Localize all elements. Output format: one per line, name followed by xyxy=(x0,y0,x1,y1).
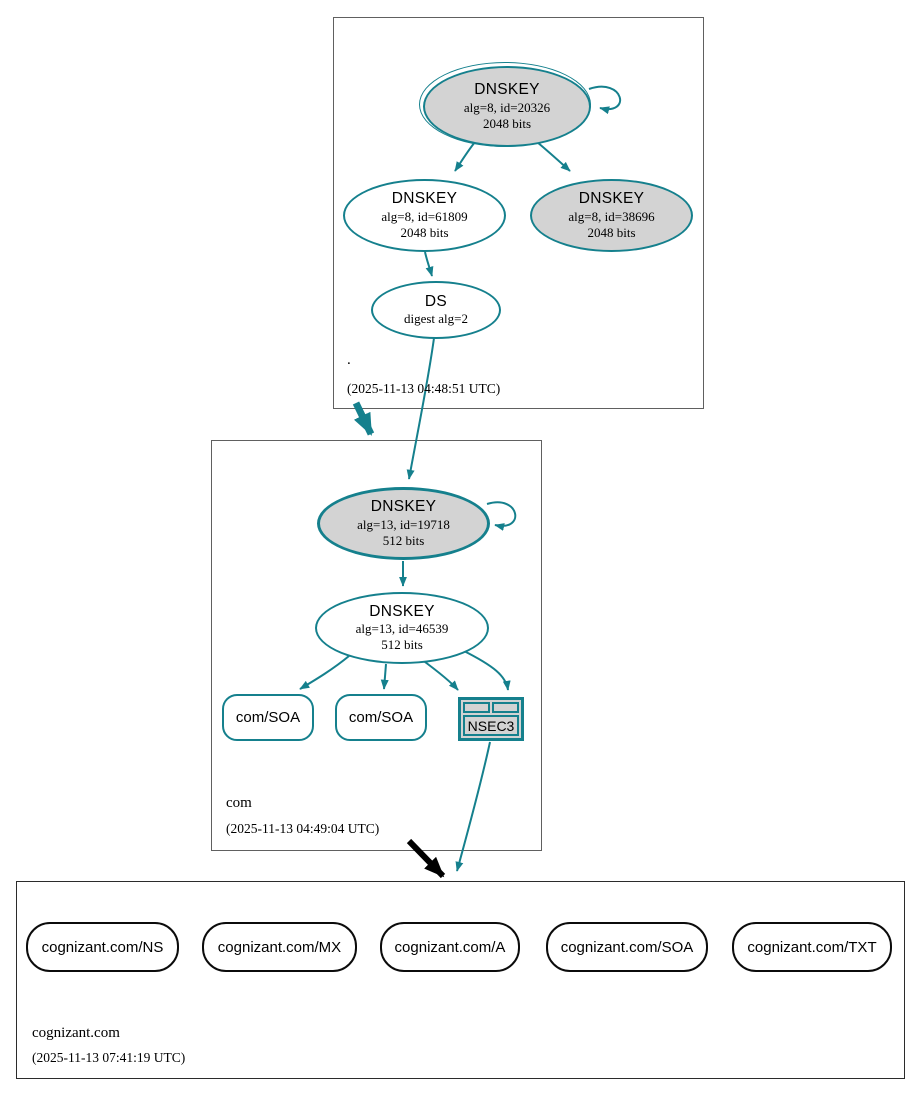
dnskey-node-com-ksk[interactable]: DNSKEY alg=13, id=19718 512 bits xyxy=(317,487,490,560)
node-detail: alg=13, id=46539 xyxy=(355,621,449,637)
zone-box-root xyxy=(333,17,704,409)
dnskey-node-root-ksk[interactable]: DNSKEY alg=8, id=20326 2048 bits xyxy=(419,62,591,147)
node-detail: alg=13, id=19718 xyxy=(357,516,450,532)
node-title: DNSKEY xyxy=(391,190,458,208)
node-bits: 512 bits xyxy=(382,532,425,548)
node-detail: alg=8, id=20326 xyxy=(463,99,551,115)
rrset-label: cognizant.com/MX xyxy=(217,938,342,956)
zone-timestamp-cognizant-com: (2025-11-13 07:41:19 UTC) xyxy=(32,1050,186,1065)
zone-name-com: com xyxy=(226,795,252,811)
zone-name-cognizant-com: cognizant.com xyxy=(32,1025,120,1041)
zone-box-cognizant-com xyxy=(16,881,905,1079)
rrset-node-cognizant-soa[interactable]: cognizant.com/SOA xyxy=(546,922,708,972)
rrset-node-com-soa-1[interactable]: com/SOA xyxy=(222,694,314,741)
rrset-node-cognizant-mx[interactable]: cognizant.com/MX xyxy=(202,922,357,972)
zone-timestamp-com: (2025-11-13 04:49:04 UTC) xyxy=(226,821,380,836)
rrset-label: com/SOA xyxy=(235,709,301,726)
zone-box-com xyxy=(211,440,542,851)
nsec3-node-com[interactable]: NSEC3 xyxy=(458,697,524,741)
node-title: DNSKEY xyxy=(370,498,437,516)
nsec3-label: NSEC3 xyxy=(463,715,519,736)
node-detail: alg=8, id=38696 xyxy=(568,208,655,224)
zone-timestamp-root: (2025-11-13 04:48:51 UTC) xyxy=(347,381,501,396)
rrset-label: cognizant.com/TXT xyxy=(747,938,877,956)
node-title: DNSKEY xyxy=(369,602,435,620)
nsec3-header-row xyxy=(463,702,519,713)
rrset-node-cognizant-txt[interactable]: cognizant.com/TXT xyxy=(732,922,892,972)
node-bits: 2048 bits xyxy=(587,224,636,240)
node-title: DS xyxy=(424,292,448,310)
node-bits: 512 bits xyxy=(381,637,423,653)
dnskey-node-root-standby[interactable]: DNSKEY alg=8, id=38696 2048 bits xyxy=(530,179,693,252)
dnskey-node-com-zsk[interactable]: DNSKEY alg=13, id=46539 512 bits xyxy=(315,592,489,664)
node-bits: 2048 bits xyxy=(482,115,532,131)
rrset-node-com-soa-2[interactable]: com/SOA xyxy=(335,694,427,741)
node-title: DNSKEY xyxy=(578,190,645,208)
node-detail: digest alg=2 xyxy=(403,311,469,327)
node-bits: 2048 bits xyxy=(400,224,449,240)
nsec3-cell-right xyxy=(492,702,519,713)
rrset-label: cognizant.com/NS xyxy=(41,938,164,956)
rrset-node-cognizant-a[interactable]: cognizant.com/A xyxy=(380,922,520,972)
rrset-label: cognizant.com/SOA xyxy=(560,938,694,956)
zone-name-root: . xyxy=(347,352,351,368)
ds-node-root[interactable]: DS digest alg=2 xyxy=(371,281,501,339)
node-detail: alg=8, id=61809 xyxy=(381,208,468,224)
dnskey-node-root-zsk[interactable]: DNSKEY alg=8, id=61809 2048 bits xyxy=(343,179,506,252)
dnskey-root-ksk-inner: DNSKEY alg=8, id=20326 2048 bits xyxy=(423,66,591,147)
node-title: DNSKEY xyxy=(474,81,540,99)
rrset-label: com/SOA xyxy=(348,709,414,726)
rrset-node-cognizant-ns[interactable]: cognizant.com/NS xyxy=(26,922,179,972)
rrset-label: cognizant.com/A xyxy=(394,938,506,956)
nsec3-cell-left xyxy=(463,702,490,713)
